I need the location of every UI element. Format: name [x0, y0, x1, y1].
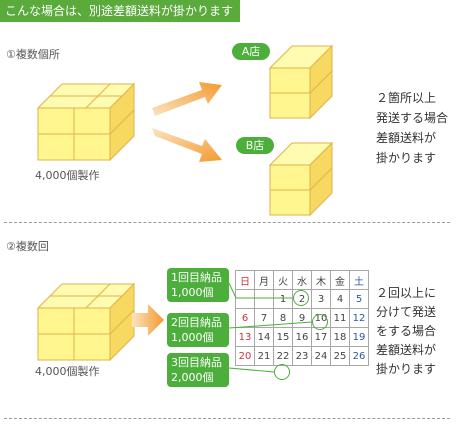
delivery-tag-title: 1回目納品: [171, 271, 222, 284]
delivery-tag-qty: 1,000個: [171, 331, 214, 344]
note-line: 掛かります: [376, 362, 437, 376]
store-b-box: [268, 141, 334, 217]
note-line: ２回以上に: [376, 286, 437, 300]
arrow-to-store-b-icon: [152, 128, 222, 162]
store-a-badge: A店: [232, 43, 270, 60]
circled-day-2: [293, 290, 309, 306]
store-b-badge: B店: [236, 137, 274, 154]
calendar: 日 月 火 水 木 金 土 1 2 3 4 5 6 7 8 9 10 11 12…: [235, 270, 369, 366]
note-line: 差額送料が: [376, 343, 437, 357]
section2-production-label: 4,000個製作: [35, 365, 100, 378]
delivery-tag-1: 1回目納品 1,000個: [167, 268, 229, 302]
circled-day-22: [274, 364, 290, 380]
weekday-header: 土: [349, 270, 369, 290]
note-line: 掛かります: [376, 151, 437, 165]
calendar-day: 23: [292, 346, 312, 366]
section1-label: ①複数個所: [6, 48, 60, 61]
section1-production-label: 4,000個製作: [35, 169, 100, 182]
section2-note: ２回以上に 分けて発送 をする場合 差額送料が 掛かります: [376, 284, 436, 379]
section1-production-box: [36, 82, 136, 162]
delivery-tag-3: 3回目納品 2,000個: [167, 353, 229, 387]
arrow-to-store-a-icon: [152, 82, 222, 116]
delivery-tag-qty: 1,000個: [171, 286, 214, 299]
store-a-box: [268, 44, 334, 120]
circled-day-10: [312, 314, 328, 330]
section2-production-box: [36, 282, 136, 362]
note-line: 発送する場合: [376, 111, 449, 125]
calendar-day: 19: [349, 327, 369, 347]
note-line: をする場合: [376, 324, 437, 338]
section-divider: [4, 418, 450, 419]
delivery-tag-title: 3回目納品: [171, 356, 222, 369]
section-divider: [4, 222, 450, 223]
note-line: 分けて発送: [376, 305, 437, 319]
note-line: ２箇所以上: [376, 91, 437, 105]
delivery-tag-2: 2回目納品 1,000個: [167, 313, 229, 347]
delivery-tag-title: 2回目納品: [171, 316, 222, 329]
delivery-tag-qty: 2,000個: [171, 371, 214, 384]
header-banner: こんな場合は、別途差額送料が掛かります: [0, 0, 240, 22]
section2-label: ②複数回: [6, 240, 49, 253]
arrow-right-icon: [132, 304, 164, 336]
calendar-day: 26: [349, 346, 369, 366]
note-line: 差額送料が: [376, 131, 437, 145]
section1-note: ２箇所以上 発送する場合 差額送料が 掛かります: [376, 88, 448, 168]
